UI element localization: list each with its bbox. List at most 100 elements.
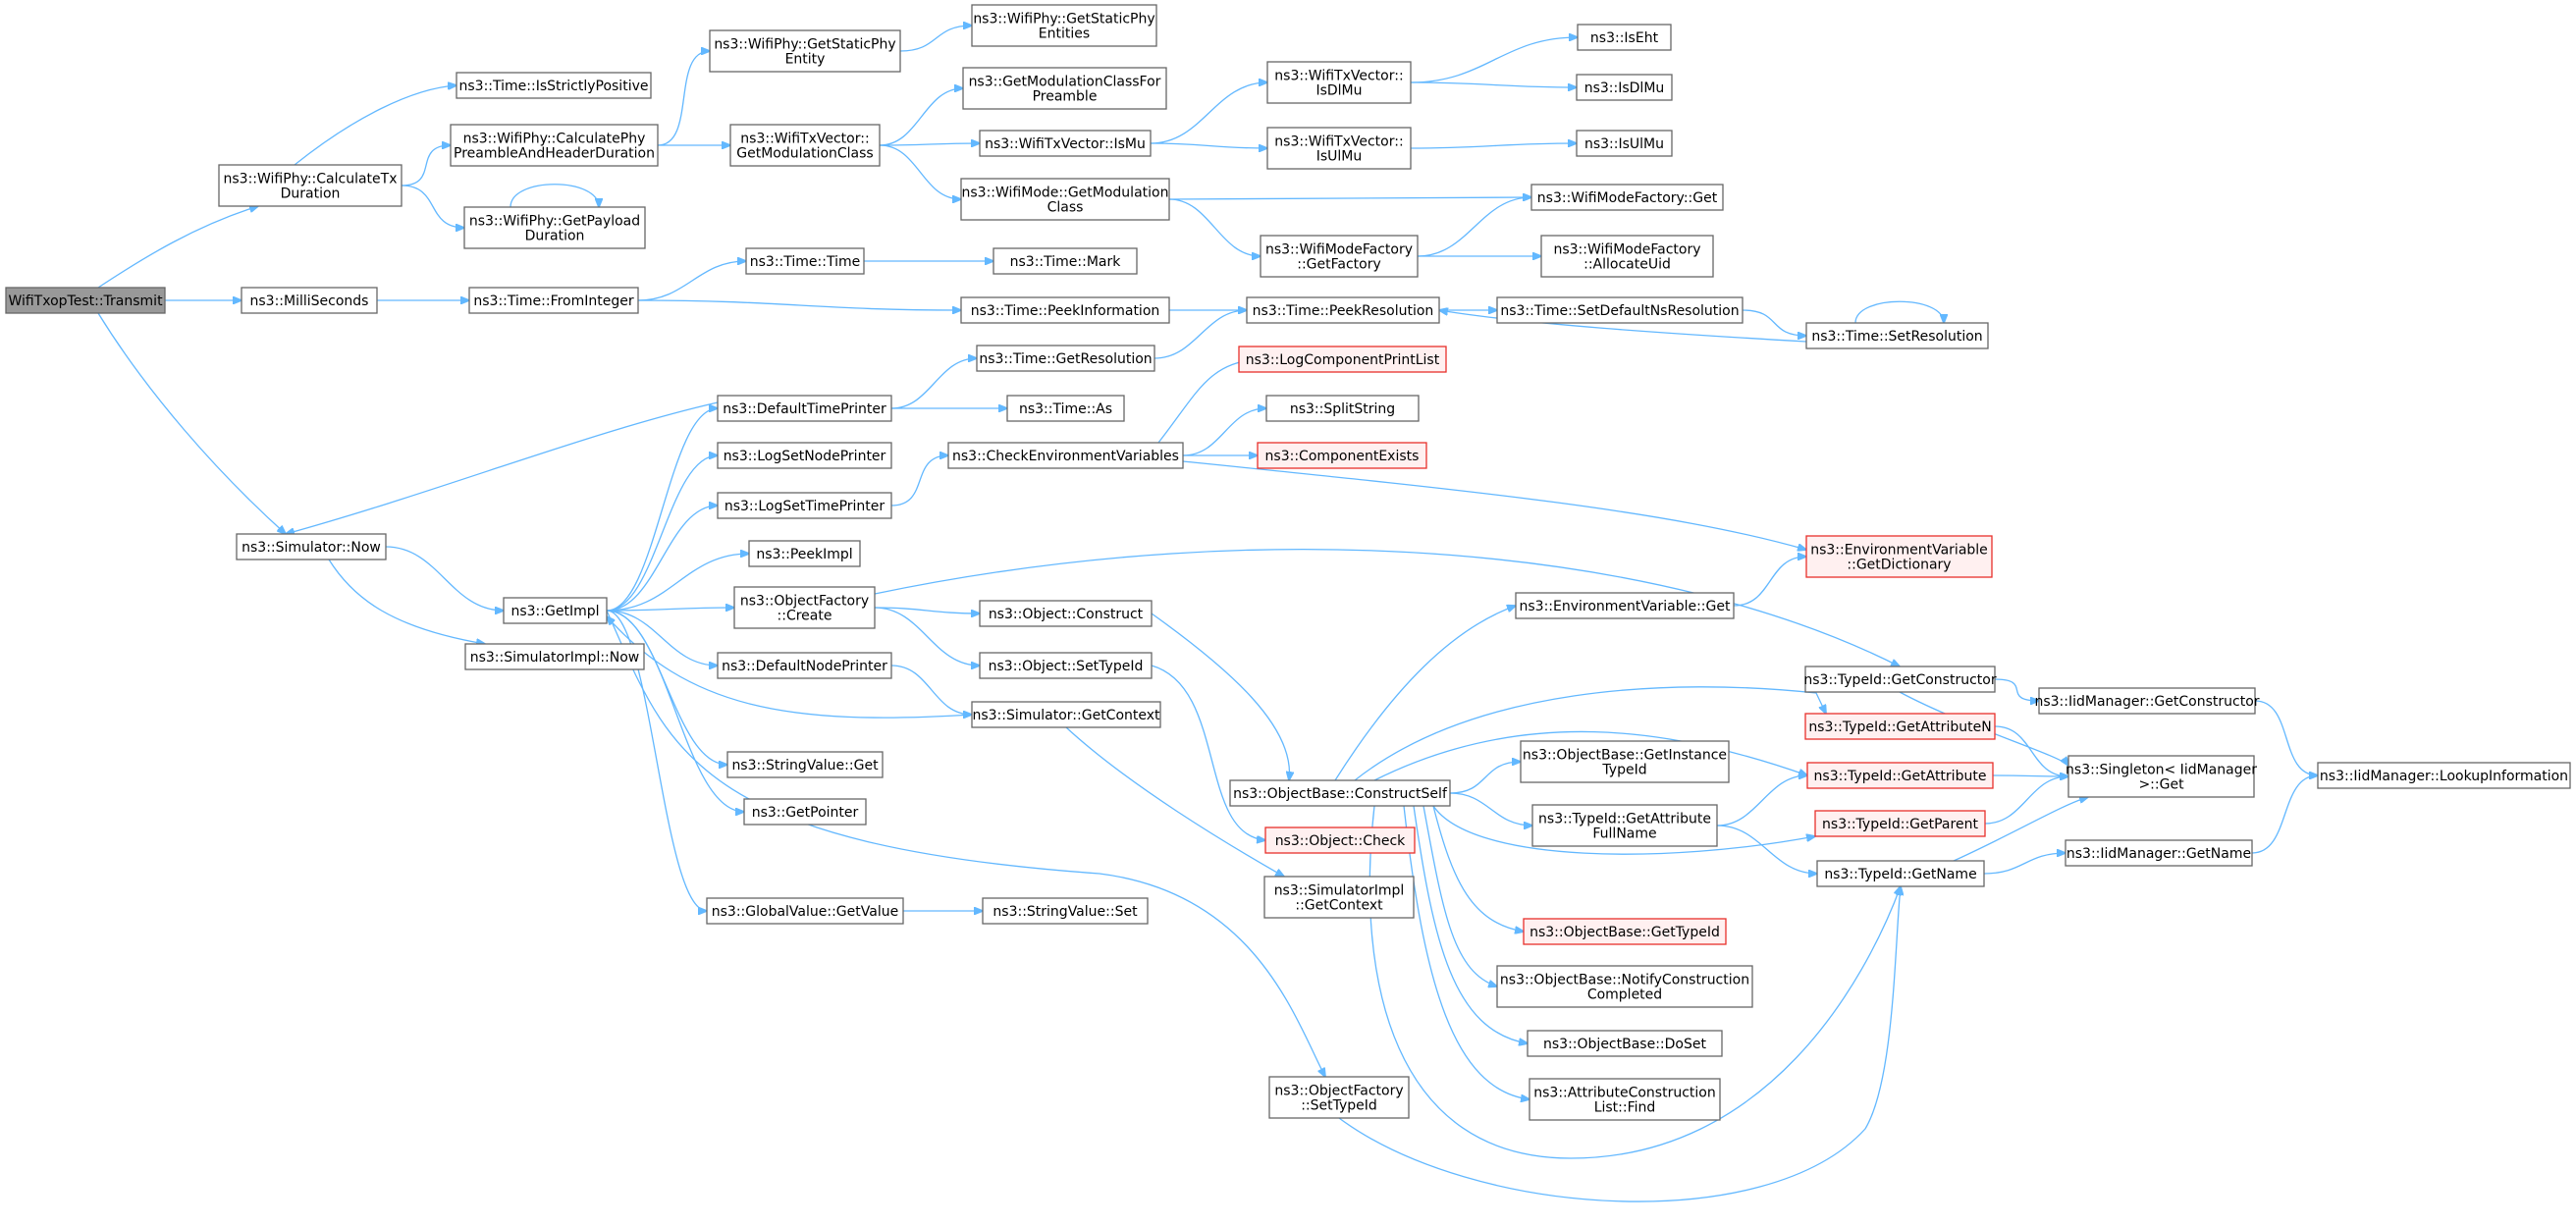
node-objFacCreate[interactable]: ns3::ObjectFactory::Create bbox=[733, 586, 876, 629]
node-getRes[interactable]: ns3::Time::GetResolution bbox=[976, 345, 1155, 372]
node-box bbox=[743, 798, 867, 826]
node-box bbox=[236, 533, 387, 560]
call-edge bbox=[879, 143, 980, 145]
node-label: ns3::GetPointer bbox=[752, 805, 859, 821]
node-iidGetName[interactable]: ns3::IidManager::GetName bbox=[2065, 839, 2253, 867]
node-box bbox=[464, 643, 645, 670]
node-simImplCtx[interactable]: ns3::SimulatorImpl::GetContext bbox=[1263, 876, 1415, 919]
call-edge bbox=[874, 607, 980, 613]
node-box bbox=[1496, 965, 1753, 1008]
node-getPointer[interactable]: ns3::GetPointer bbox=[743, 798, 867, 826]
node-notifyCons[interactable]: ns3::ObjectBase::NotifyConstructionCompl… bbox=[1496, 965, 1753, 1008]
node-isUlMuV[interactable]: ns3::WifiTxVector::IsUlMu bbox=[1266, 127, 1412, 170]
node-simNow[interactable]: ns3::Simulator::Now bbox=[236, 533, 387, 560]
call-edge bbox=[97, 206, 258, 289]
node-allocUid[interactable]: ns3::WifiModeFactory::AllocateUid bbox=[1540, 235, 1714, 278]
node-label: ::GetContext bbox=[1295, 898, 1383, 914]
node-box bbox=[1529, 1078, 1721, 1121]
node-label: ns3::TypeId::GetParent bbox=[1822, 817, 1978, 832]
node-isEht[interactable]: ns3::IsEht bbox=[1577, 24, 1672, 51]
node-envGetDict[interactable]: ns3::EnvironmentVariable::GetDictionary bbox=[1805, 535, 1993, 578]
node-globalGet[interactable]: ns3::GlobalValue::GetValue bbox=[706, 897, 904, 925]
node-label: ns3::Object::Construct bbox=[989, 607, 1144, 622]
node-tidGetName[interactable]: ns3::TypeId::GetName bbox=[1816, 860, 1985, 887]
call-edge bbox=[2254, 700, 2318, 775]
node-objCheck[interactable]: ns3::Object::Check bbox=[1264, 826, 1416, 854]
node-setDefNs[interactable]: ns3::Time::SetDefaultNsResolution bbox=[1496, 296, 1744, 324]
call-edge bbox=[401, 145, 451, 187]
node-peekRes[interactable]: ns3::Time::PeekResolution bbox=[1246, 296, 1440, 324]
node-iidLookup[interactable]: ns3::IidManager::LookupInformation bbox=[2317, 762, 2571, 789]
node-transmit[interactable]: WifiTxopTest::Transmit bbox=[5, 287, 166, 314]
node-defNodePr[interactable]: ns3::DefaultNodePrinter bbox=[717, 652, 892, 679]
node-envVarGet[interactable]: ns3::EnvironmentVariable::Get bbox=[1515, 592, 1735, 619]
node-compExists[interactable]: ns3::ComponentExists bbox=[1257, 442, 1427, 469]
node-singletonGet[interactable]: ns3::Singleton< IidManager >::Get bbox=[2066, 755, 2257, 798]
node-iidGetCons[interactable]: ns3::IidManager::GetConstructor bbox=[2034, 687, 2260, 715]
node-label: GetModulationClass bbox=[736, 146, 873, 162]
node-tidGetParent[interactable]: ns3::TypeId::GetParent bbox=[1814, 810, 1986, 837]
node-objSetTypeId[interactable]: ns3::Object::SetTypeId bbox=[979, 652, 1153, 679]
node-label: ns3::TypeId::GetAttributeN bbox=[1808, 720, 1991, 735]
node-tidGetAttrN[interactable]: ns3::TypeId::GetAttributeN bbox=[1804, 713, 1996, 740]
node-setRes[interactable]: ns3::Time::SetResolution bbox=[1805, 322, 1989, 349]
node-logTimePr[interactable]: ns3::LogSetTimePrinter bbox=[717, 492, 892, 519]
node-modeFacGet[interactable]: ns3::WifiModeFactory::Get bbox=[1530, 184, 1724, 211]
node-logCompPrint[interactable]: ns3::LogComponentPrintList bbox=[1238, 346, 1447, 373]
node-isUlMu[interactable]: ns3::IsUlMu bbox=[1576, 130, 1673, 157]
node-defTimePr[interactable]: ns3::DefaultTimePrinter bbox=[717, 395, 892, 422]
call-edge bbox=[1417, 197, 1531, 257]
node-getImpl[interactable]: ns3::GetImpl bbox=[503, 597, 608, 624]
node-strictly[interactable]: ns3::Time::IsStrictlyPositive bbox=[456, 72, 652, 99]
node-box bbox=[733, 586, 876, 629]
node-doSet[interactable]: ns3::ObjectBase::DoSet bbox=[1527, 1030, 1723, 1057]
node-calcPre[interactable]: ns3::WifiPhy::CalculatePhyPreambleAndHea… bbox=[450, 124, 659, 167]
call-edge bbox=[328, 559, 485, 644]
node-simGetCtx[interactable]: ns3::Simulator::GetContext bbox=[971, 701, 1161, 728]
node-simImplNow[interactable]: ns3::SimulatorImpl::Now bbox=[464, 643, 645, 670]
node-label: ns3::LogSetTimePrinter bbox=[724, 499, 886, 514]
node-txvIsMu[interactable]: ns3::WifiTxVector::IsMu bbox=[979, 130, 1152, 157]
node-box bbox=[976, 345, 1155, 372]
node-peekImpl[interactable]: ns3::PeekImpl bbox=[748, 540, 861, 567]
node-splitStr[interactable]: ns3::SplitString bbox=[1265, 395, 1420, 422]
node-box bbox=[962, 67, 1167, 110]
node-box bbox=[971, 4, 1157, 47]
node-strValGet[interactable]: ns3::StringValue::Get bbox=[726, 751, 884, 778]
node-tidGetAttr[interactable]: ns3::TypeId::GetAttribute bbox=[1806, 762, 1994, 789]
node-checkEnv[interactable]: ns3::CheckEnvironmentVariables bbox=[947, 442, 1184, 469]
node-timeMark[interactable]: ns3::Time::Mark bbox=[993, 247, 1138, 275]
node-txvModClass[interactable]: ns3::WifiTxVector::GetModulationClass bbox=[729, 124, 881, 167]
node-isDlMu[interactable]: ns3::IsDlMu bbox=[1576, 74, 1673, 101]
node-label: >::Get bbox=[2138, 777, 2184, 793]
node-logNodePr[interactable]: ns3::LogSetNodePrinter bbox=[717, 442, 892, 469]
node-box bbox=[2317, 762, 2571, 789]
node-objBaseCS[interactable]: ns3::ObjectBase::ConstructSelf bbox=[1229, 779, 1451, 807]
node-modeGetMod[interactable]: ns3::WifiMode::GetModulationClass bbox=[960, 178, 1170, 221]
node-objFacSetTid[interactable]: ns3::ObjectFactory::SetTypeId bbox=[1268, 1076, 1410, 1119]
node-milli[interactable]: ns3::MilliSeconds bbox=[241, 287, 378, 314]
node-getTypeId[interactable]: ns3::ObjectBase::GetTypeId bbox=[1523, 918, 1727, 945]
node-fromInt[interactable]: ns3::Time::FromInteger bbox=[468, 287, 639, 314]
node-box bbox=[1527, 1030, 1723, 1057]
node-tidGetCons[interactable]: ns3::TypeId::GetConstructor bbox=[1803, 666, 1997, 693]
node-objConstruct[interactable]: ns3::Object::Construct bbox=[979, 600, 1153, 627]
node-strValSet[interactable]: ns3::StringValue::Set bbox=[982, 897, 1149, 925]
node-label: ns3::WifiTxVector:: bbox=[740, 132, 869, 147]
call-edge bbox=[385, 546, 504, 611]
node-timeTime[interactable]: ns3::Time::Time bbox=[745, 247, 865, 275]
node-timeAs[interactable]: ns3::Time::As bbox=[1006, 395, 1125, 422]
node-isDlMuV[interactable]: ns3::WifiTxVector::IsDlMu bbox=[1266, 61, 1412, 104]
call-edge bbox=[890, 455, 948, 506]
node-label: ns3::Time::PeekResolution bbox=[1253, 303, 1434, 319]
node-peekInfo[interactable]: ns3::Time::PeekInformation bbox=[960, 296, 1170, 324]
node-modeFacGetFac[interactable]: ns3::WifiModeFactory::GetFactory bbox=[1260, 235, 1419, 278]
